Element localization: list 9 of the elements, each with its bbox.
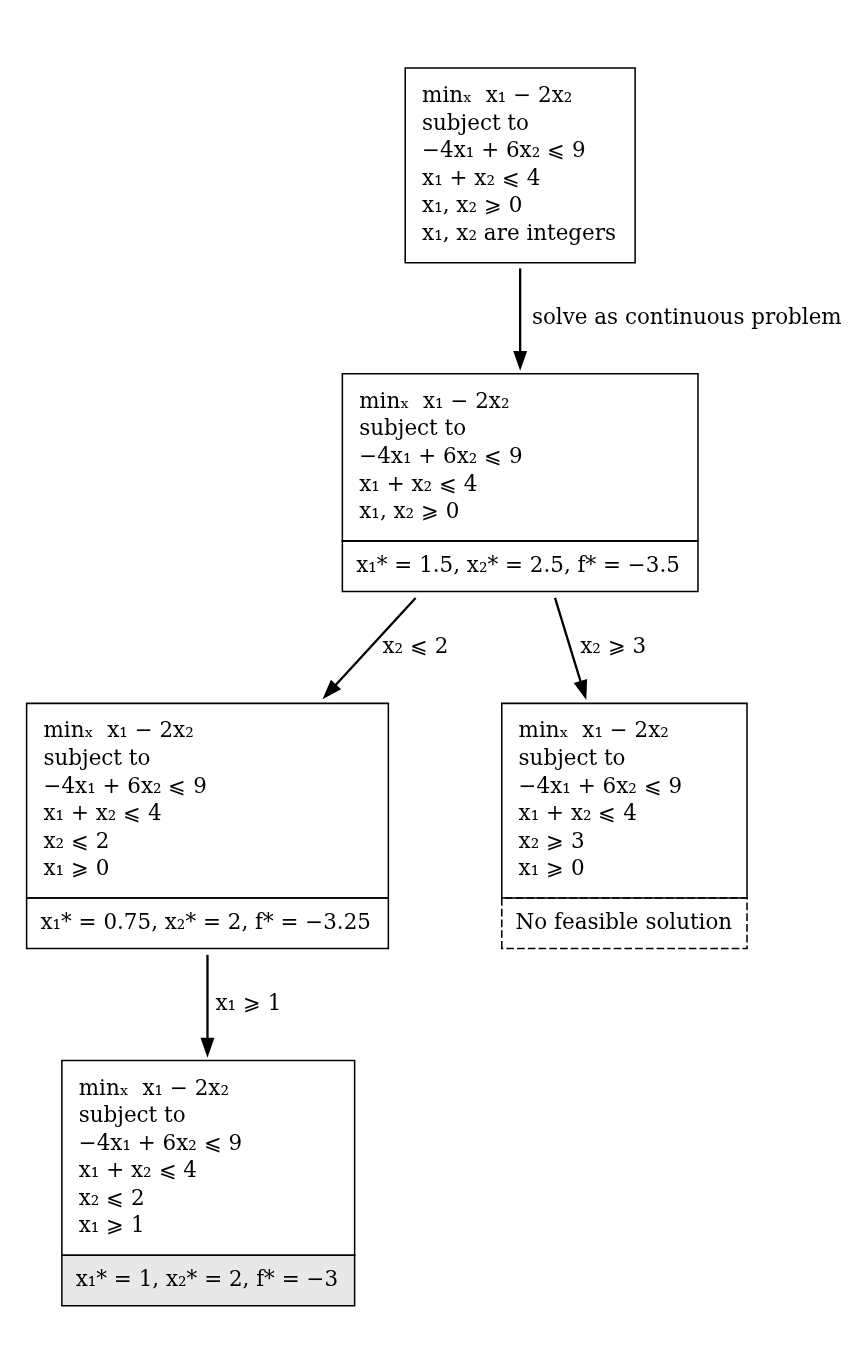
arrow — [553, 597, 588, 700]
edge-label: x₂ ⩽ 2 — [382, 632, 449, 658]
edge-label: x₂ ⩾ 3 — [580, 632, 647, 658]
node-box: minₓ x₁ − 2x₂ subject to −4x₁ + 6x₂ ⩽ 9 x₁ + x₂ ⩽ 4 x₁, x₂ ⩾ 0 x₁, x₂ are integers — [404, 66, 636, 263]
arrow — [513, 267, 528, 371]
edge-label: x₁ ⩾ 1 — [215, 989, 282, 1015]
edge-label: solve as continuous problem — [531, 303, 842, 329]
arrow — [322, 596, 417, 699]
arrow — [200, 954, 215, 1058]
